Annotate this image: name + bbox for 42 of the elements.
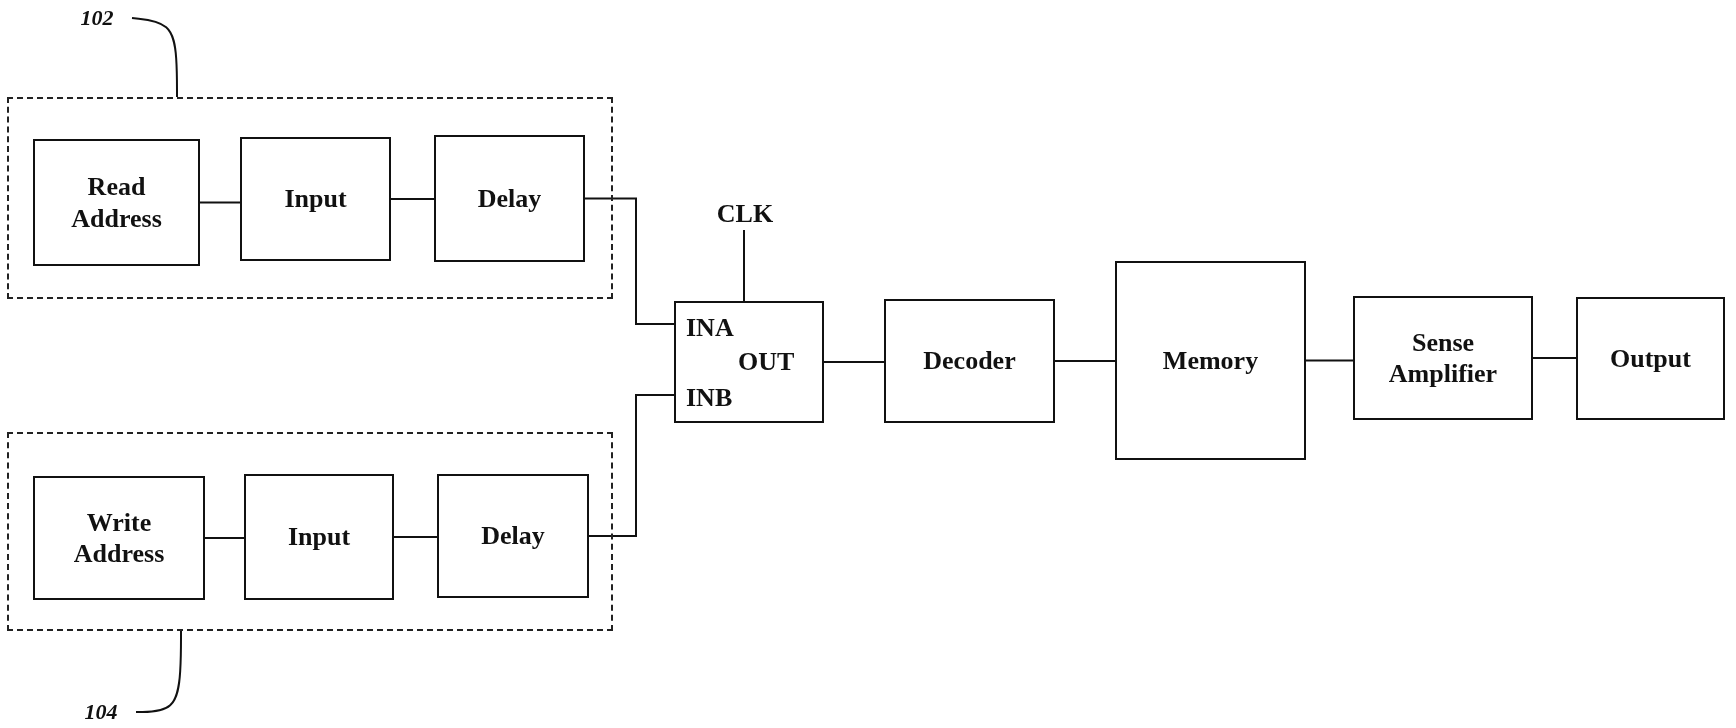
block-label: Read Address: [70, 171, 163, 234]
block-box: [437, 474, 589, 598]
connector-line: [199, 201, 241, 204]
pin-label: INB: [686, 385, 733, 411]
connector-line: [823, 361, 885, 363]
block-box: [1576, 297, 1725, 420]
block-label: Input: [287, 521, 351, 553]
block-box: [434, 135, 585, 262]
block-box: [244, 474, 394, 600]
connector-line: [390, 198, 435, 200]
reference-number: 102: [80, 4, 114, 32]
connector-line: [204, 537, 245, 539]
block-box: [1353, 296, 1533, 420]
block-box: [240, 137, 391, 261]
connector-line: [584, 197, 675, 325]
block-label: Output: [1610, 342, 1691, 375]
signal-label: CLK: [716, 198, 774, 230]
block-label: Delay: [477, 182, 542, 215]
leader-line: [131, 17, 178, 98]
dashed-group-box: [7, 97, 613, 299]
block-box: [1115, 261, 1306, 460]
leader-line: [135, 630, 182, 713]
connector-line: [743, 229, 745, 302]
block-label: Write Address: [72, 506, 166, 570]
block-label: Decoder: [923, 345, 1016, 377]
reference-number: 104: [84, 698, 118, 726]
connector-line: [393, 536, 438, 538]
block-label: Sense Amplifier: [1387, 326, 1499, 390]
block-box: [33, 139, 200, 266]
block-box: [33, 476, 205, 600]
connector-line: [1054, 360, 1116, 362]
block-label: Memory: [1162, 344, 1259, 377]
block-box: [884, 299, 1055, 423]
pin-label: OUT: [738, 349, 795, 375]
multiplexer-box: [674, 301, 824, 423]
pin-label: INA: [686, 315, 734, 341]
connector-line: [1305, 359, 1354, 362]
connector-line: [588, 394, 675, 537]
block-label: Input: [284, 183, 347, 215]
connector-line: [1532, 357, 1577, 359]
block-label: Delay: [481, 520, 545, 552]
dashed-group-box: [7, 432, 613, 631]
